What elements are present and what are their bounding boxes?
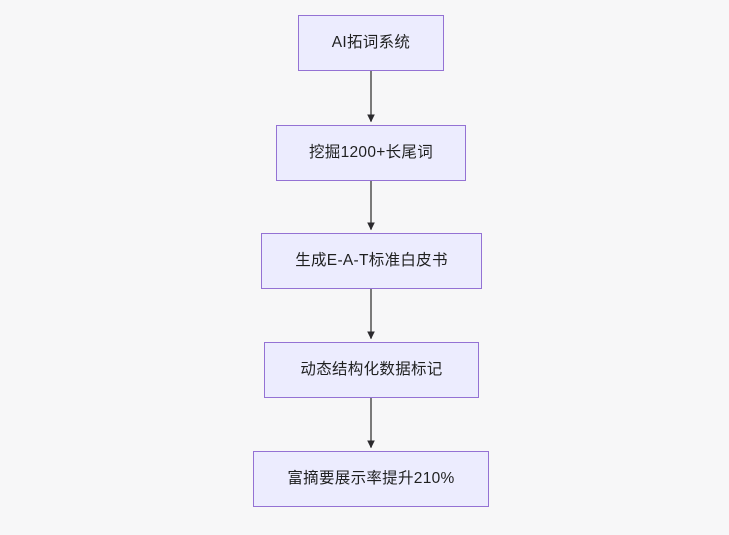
flow-node-dynamic-structured-data-markup[interactable]: 动态结构化数据标记 <box>264 342 479 398</box>
flow-node-label: 动态结构化数据标记 <box>300 360 443 378</box>
flow-node-label: 富摘要展示率提升210% <box>287 469 455 487</box>
flow-node-label: 挖掘1200+长尾词 <box>308 143 434 161</box>
flow-node-label: 生成E-A-T标准白皮书 <box>295 251 448 269</box>
flow-node-generate-eat-whitepaper[interactable]: 生成E-A-T标准白皮书 <box>261 233 482 289</box>
flow-node-mine-longtail-keywords[interactable]: 挖掘1200+长尾词 <box>276 125 466 181</box>
flow-node-ai-keyword-system[interactable]: AI拓词系统 <box>298 15 444 71</box>
flow-node-label: AI拓词系统 <box>331 33 411 51</box>
flow-node-rich-snippet-impression-lift[interactable]: 富摘要展示率提升210% <box>253 451 489 507</box>
